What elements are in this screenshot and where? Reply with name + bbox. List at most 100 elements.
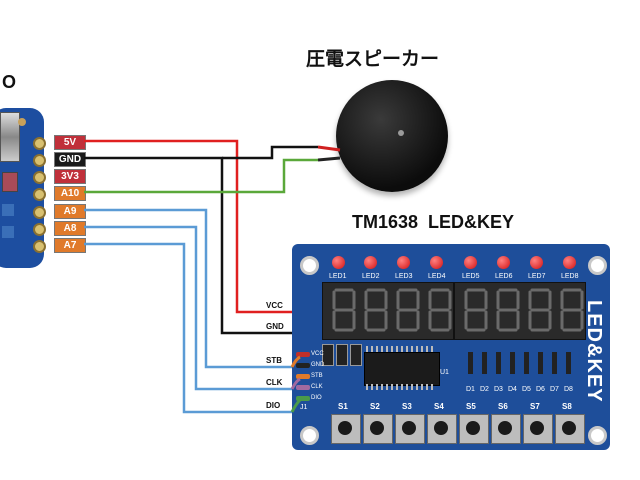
diode-label: D6 — [536, 386, 545, 393]
switch-label: S2 — [370, 402, 380, 411]
mcu-component — [18, 118, 26, 126]
led-red — [364, 256, 377, 269]
module-pin-label-vcc: VCC — [266, 301, 283, 310]
mount-hole — [588, 426, 607, 445]
led-red — [430, 256, 443, 269]
diode-label: D5 — [522, 386, 531, 393]
wire-a8-clk — [84, 225, 292, 391]
wire-gnd-speaker — [222, 145, 318, 160]
led-label: LED4 — [428, 273, 446, 280]
jumper-purple — [290, 377, 301, 390]
mcu-pin-hole — [33, 171, 46, 184]
switch-cap — [434, 421, 448, 435]
resistor — [350, 344, 362, 366]
mount-hole — [300, 256, 319, 275]
switch-label: S4 — [434, 402, 444, 411]
led-label: LED2 — [362, 273, 380, 280]
switch-label: S7 — [530, 402, 540, 411]
pin-label-a10: A10 — [54, 186, 86, 201]
mcu-pin-hole — [33, 240, 46, 253]
diode — [538, 352, 543, 374]
header-pin — [296, 374, 310, 379]
wire-a7-dio — [84, 242, 292, 414]
mcu-usb-connector — [0, 112, 20, 162]
mcu-component — [2, 226, 14, 238]
jumper-orange — [290, 355, 301, 368]
header-pin — [296, 396, 310, 401]
mcu-pin-hole — [33, 137, 46, 150]
diode-label: D1 — [466, 386, 475, 393]
header-label-j1: J1 — [300, 404, 308, 411]
wire-a9-stb — [84, 208, 292, 369]
mount-hole — [588, 256, 607, 275]
chip-pins — [366, 384, 436, 390]
mcu-pin-hole — [33, 188, 46, 201]
speaker-title: 圧電スピーカー — [306, 49, 440, 70]
mcu-title: O — [2, 72, 17, 92]
diode-label: D7 — [550, 386, 559, 393]
switch-label: S8 — [562, 402, 572, 411]
switch-label: S1 — [338, 402, 348, 411]
header-pin-label: DIO — [311, 395, 322, 401]
mcu-pin-hole — [33, 154, 46, 167]
diode — [510, 352, 515, 374]
switch-cap — [338, 421, 352, 435]
module-pin-label-dio: DIO — [266, 401, 281, 410]
header-pin — [296, 352, 310, 357]
speaker-lead-black — [317, 156, 341, 162]
led-red — [397, 256, 410, 269]
segment-digits — [332, 288, 584, 332]
push-switch — [331, 414, 361, 444]
module-title: TM1638 LED&KEY — [352, 212, 515, 232]
switch-cap — [370, 421, 384, 435]
wire-gnd-gnd — [84, 156, 292, 335]
diode-label: D4 — [508, 386, 517, 393]
switch-label: S3 — [402, 402, 412, 411]
led-label: LED6 — [495, 273, 513, 280]
chip-pins — [366, 346, 436, 352]
tm1638-chip — [364, 352, 440, 386]
pin-label-a7: A7 — [54, 238, 86, 253]
led-label: LED8 — [561, 273, 579, 280]
header-pin-label: STB — [311, 373, 323, 379]
header-pin — [296, 363, 310, 368]
resistor — [336, 344, 348, 366]
header-pin-label: VCC — [311, 351, 324, 357]
pin-label-gnd: GND — [54, 152, 86, 167]
diode — [482, 352, 487, 374]
header-pin — [296, 385, 310, 390]
board-side-label: LED&KEY — [583, 300, 605, 403]
diode-label: D3 — [494, 386, 503, 393]
jumper-green — [290, 398, 302, 413]
header-pin-label: GND — [311, 362, 325, 368]
led-label: LED5 — [462, 273, 480, 280]
diode-label: D2 — [480, 386, 489, 393]
resistor — [322, 344, 334, 366]
module-pin-label-stb: STB — [266, 356, 282, 365]
module-pin-label-clk: CLK — [266, 378, 283, 387]
pin-label-5v: 5V — [54, 135, 86, 150]
switch-label: S6 — [498, 402, 508, 411]
led-red — [332, 256, 345, 269]
led-label: LED7 — [528, 273, 546, 280]
pin-label-a9: A9 — [54, 204, 86, 219]
wire-a10-speaker — [84, 158, 318, 194]
diode-label: D8 — [564, 386, 573, 393]
switch-cap — [530, 421, 544, 435]
piezo-speaker — [336, 80, 448, 192]
header-pin-label: CLK — [311, 384, 323, 390]
switch-cap — [562, 421, 576, 435]
diode — [552, 352, 557, 374]
led-red — [530, 256, 543, 269]
led-red — [464, 256, 477, 269]
mount-hole — [300, 426, 319, 445]
led-label: LED1 — [329, 273, 347, 280]
mcu-component — [2, 172, 18, 192]
diode — [524, 352, 529, 374]
led-red — [563, 256, 576, 269]
led-label: LED3 — [395, 273, 413, 280]
switch-cap — [466, 421, 480, 435]
switch-cap — [402, 421, 416, 435]
wire-5v-vcc — [84, 139, 292, 314]
